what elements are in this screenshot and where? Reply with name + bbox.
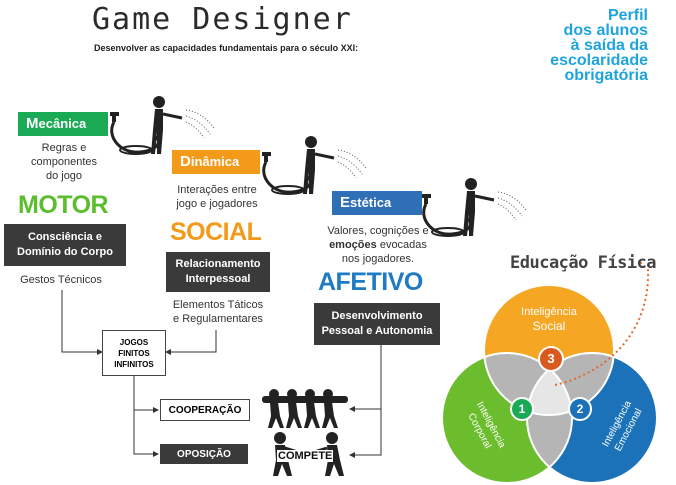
venn-badge-2: 2 (568, 397, 592, 421)
educacao-fisica-title: Educação Física (510, 253, 657, 273)
connector-jogos-cooperacao (133, 376, 159, 413)
page-subtitle: Desenvolver as capacidades fundamentais … (94, 43, 359, 53)
desc-line: jogo e jogadores (176, 198, 258, 210)
dinamica-label: Dinâmica (172, 150, 260, 174)
venn-label-line: Inteligência (521, 306, 577, 318)
cooperation-figures-icon (262, 389, 348, 428)
perfil-line: dos alunos (563, 22, 648, 39)
cooperacao-box: COOPERAÇÃO (160, 399, 250, 421)
connector-social-jogos (165, 330, 217, 355)
venn-pointer-line (554, 261, 650, 386)
perfil-block: Perfil dos alunos à saída da escolaridad… (468, 7, 648, 84)
social-below: Elementos Táticos e Regulamentares (160, 298, 276, 326)
hose-figure-icon (110, 96, 215, 155)
dinamica-rest: inâmica (190, 154, 240, 169)
desc-line: nos jogadores. (341, 253, 415, 265)
desc-line: do jogo (45, 170, 83, 182)
connector-afetivo-figures (349, 345, 382, 458)
connector-motor-jogos (61, 290, 103, 355)
desc-line: e Regulamentares (173, 313, 263, 325)
connector-jogos-oposicao (133, 410, 159, 457)
perfil-line: obrigatória (564, 67, 648, 84)
social-heading: SOCIAL (170, 218, 262, 246)
motor-box: Consciência e Domínio do Corpo (4, 224, 126, 266)
desc-line: Regras e (41, 142, 87, 154)
box-line: Consciência e (28, 231, 102, 243)
motor-below: Gestos Técnicos (20, 274, 102, 286)
estetica-desc: Valores, cognições e emoções evocadas no… (308, 224, 448, 266)
mecanica-desc: Regras e componentes do jogo (10, 141, 118, 183)
mecanica-first-letter: M (26, 115, 39, 132)
desc-line: Valores, cognições e (327, 225, 429, 237)
dinamica-first-letter: D (180, 153, 191, 170)
box-line: Interpessoal (185, 273, 251, 285)
perfil-line: Perfil (607, 7, 648, 24)
jogos-line: FINITOS (118, 348, 150, 358)
estetica-label: Estética (332, 191, 422, 215)
compete-label: COMPETE (277, 450, 334, 462)
hose-figure-icon (422, 178, 527, 237)
venn-label-social: Inteligência Social (510, 305, 588, 333)
box-line: Domínio do Corpo (17, 246, 113, 258)
perfil-line: escolaridade (550, 52, 648, 69)
desc-rest: evocadas (376, 239, 427, 251)
page-title: Game Designer (92, 2, 353, 37)
desc-line: Interações entre (177, 184, 257, 196)
venn-badge-3: 3 (538, 346, 564, 372)
perfil-line: à saída da (570, 37, 648, 54)
oposicao-box: OPOSIÇÃO (160, 444, 248, 464)
motor-heading: MOTOR (18, 191, 109, 219)
box-line: Desenvolvimento (331, 310, 423, 322)
mecanica-rest: ecânica (38, 116, 87, 131)
dinamica-desc: Interações entre jogo e jogadores (162, 183, 272, 211)
box-line: Relacionamento (175, 258, 261, 270)
jogos-line: INFINITOS (114, 359, 154, 369)
afetivo-heading: AFETIVO (318, 268, 423, 296)
hose-figure-icon (262, 136, 367, 195)
estetica-rest: stética (350, 195, 392, 210)
venn-label-line: Social (532, 319, 566, 333)
venn-badge-1: 1 (510, 397, 534, 421)
estetica-first-letter: E (340, 194, 351, 211)
box-line: Pessoal e Autonomia (321, 325, 433, 337)
mecanica-label: Mecânica (18, 112, 108, 136)
desc-line: emoções evocadas (308, 238, 448, 252)
desc-emphasis: emoções (329, 239, 377, 251)
desc-line: Elementos Táticos (172, 299, 264, 311)
jogos-line: JOGOS (119, 337, 149, 347)
desc-line: componentes (30, 156, 98, 168)
